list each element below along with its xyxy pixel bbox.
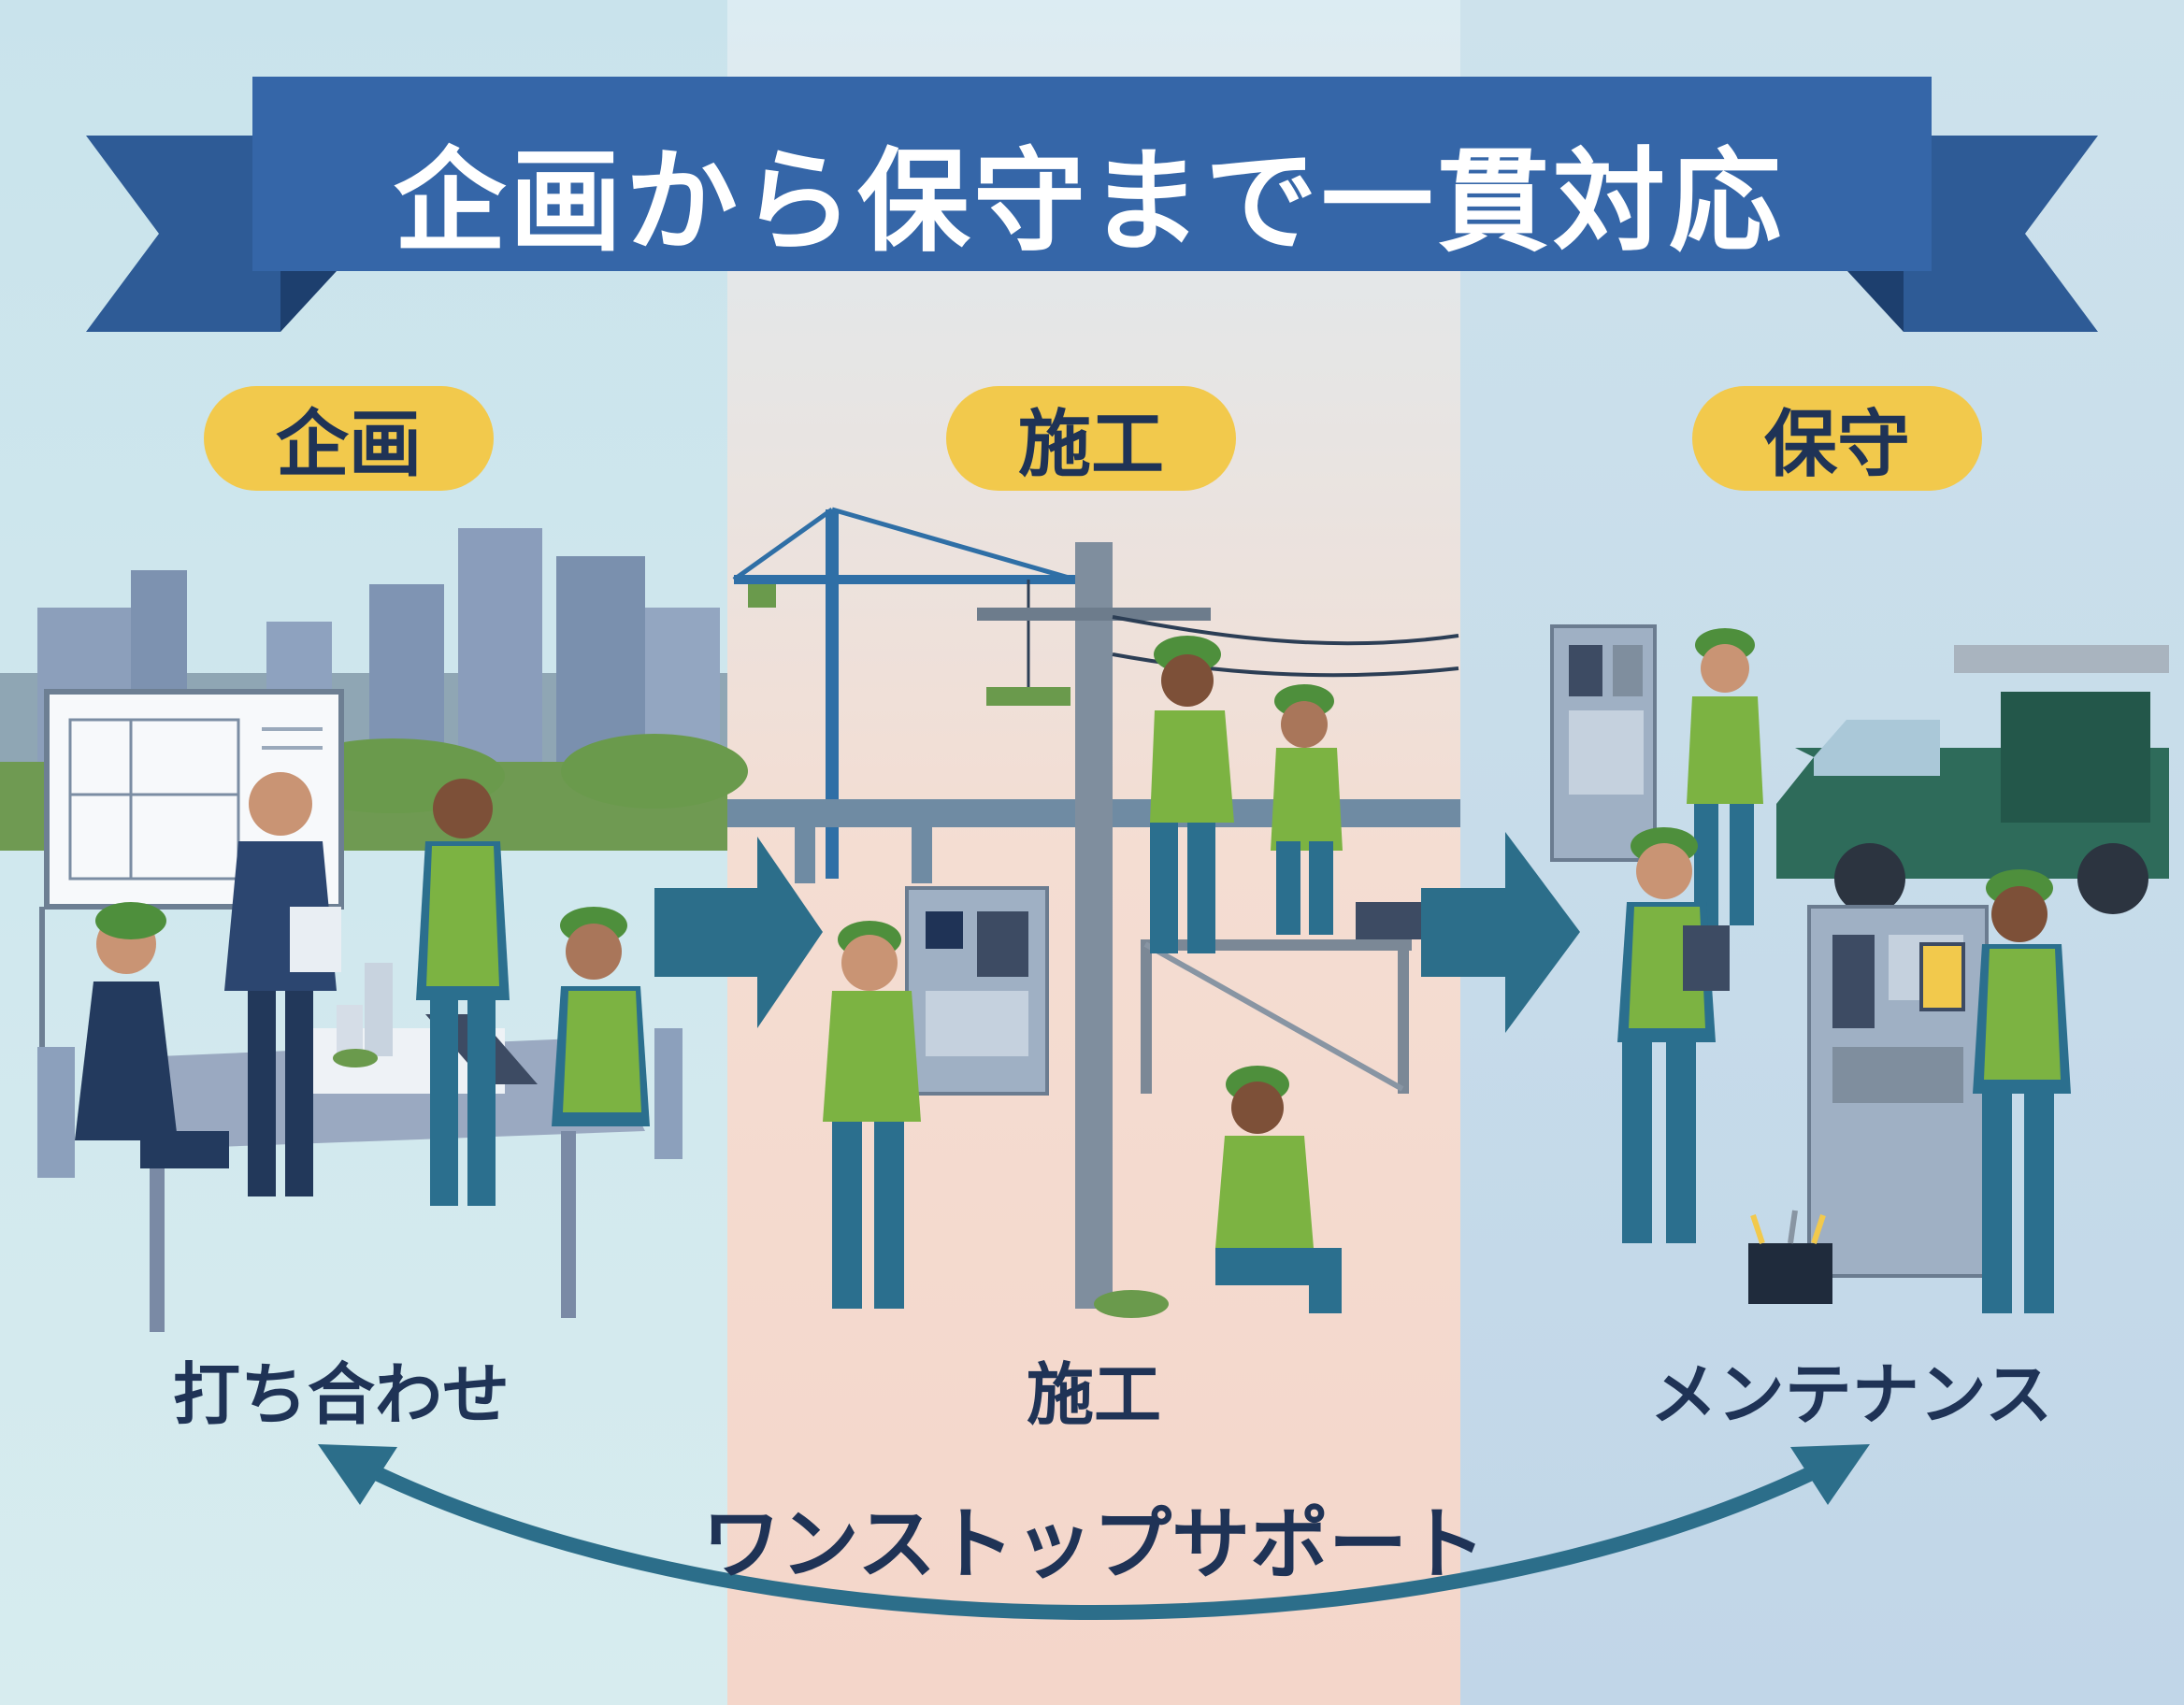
caption-meeting: 打ち合わせ: [172, 1354, 510, 1434]
tool-bag: [1356, 902, 1421, 939]
caption-maintenance: メンテナンス: [1649, 1354, 2053, 1434]
cable-coil: [1094, 1290, 1169, 1318]
crane-icon: [732, 507, 1076, 879]
worker-kneeling: [1215, 1066, 1342, 1313]
control-panel-icon-upper: [1550, 624, 1657, 862]
worker-maintenance-right: [1973, 869, 2071, 1313]
worker-pole-climber: [1150, 636, 1234, 953]
flow-arrow-1: [654, 837, 823, 1028]
worker-business-seated: [37, 914, 229, 1178]
worker-tablet: [1617, 827, 1730, 1243]
worker-seated-front: [95, 902, 166, 939]
scaffold: [1141, 939, 1412, 1094]
badge-maintenance: 保守: [1692, 386, 1982, 491]
toolbox-icon: [1748, 1210, 1832, 1304]
ribbon-banner: [86, 77, 2098, 332]
worker-panel: [823, 921, 921, 1309]
utility-pole-icon: [977, 542, 1459, 1309]
badge-planning: 企画: [204, 386, 494, 491]
service-van-icon: [1776, 645, 2169, 914]
control-panel-icon: [905, 886, 1049, 1096]
multimeter-icon: [1919, 942, 1965, 1011]
building-model-icon: [333, 963, 393, 1067]
worker-engineer-seated: [552, 907, 682, 1159]
banner-title: 企画から保守まで一貫対応: [394, 137, 1785, 267]
flow-arrow-2: [1421, 832, 1580, 1033]
worker-engineer-standing: [416, 779, 510, 1206]
worker-scaffold: [1271, 684, 1343, 935]
cycle-label: ワンストップサポート: [701, 1497, 1487, 1590]
worker-business-standing: [224, 772, 341, 1196]
cycle-arrow: [318, 1444, 1870, 1620]
badge-construction: 施工: [946, 386, 1236, 491]
caption-construction: 施工: [1026, 1354, 1161, 1434]
worker-maintenance-upper: [1687, 628, 1763, 925]
